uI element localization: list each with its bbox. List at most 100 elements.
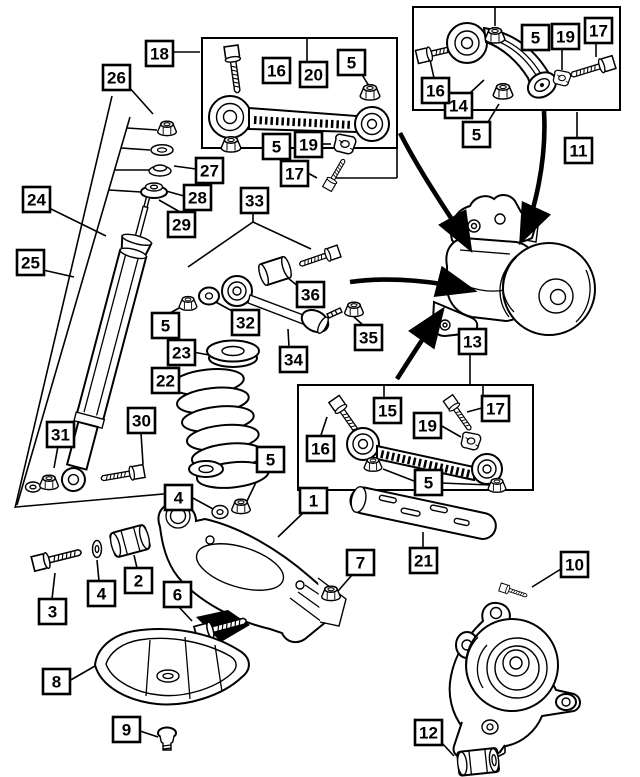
callout-27[interactable]: 27 bbox=[194, 156, 225, 185]
callout-25[interactable]: 25 bbox=[15, 248, 46, 277]
callout-11[interactable]: 11 bbox=[563, 136, 594, 165]
callout-box[interactable] bbox=[413, 718, 444, 747]
callout-9[interactable]: 9 bbox=[111, 715, 142, 744]
callout-box[interactable] bbox=[261, 56, 292, 85]
callout-5a[interactable]: 5 bbox=[336, 48, 367, 77]
callout-box[interactable] bbox=[279, 159, 310, 188]
callout-21[interactable]: 21 bbox=[408, 546, 439, 575]
callout-17a[interactable]: 17 bbox=[279, 159, 310, 188]
callout-19c[interactable]: 19 bbox=[412, 411, 443, 440]
callout-box[interactable] bbox=[144, 39, 175, 68]
callout-12[interactable]: 12 bbox=[413, 718, 444, 747]
callout-box[interactable] bbox=[305, 434, 336, 463]
callout-24[interactable]: 24 bbox=[21, 185, 52, 214]
callout-14[interactable]: 14 bbox=[443, 91, 474, 120]
callout-10[interactable]: 10 bbox=[559, 550, 590, 579]
callout-box[interactable] bbox=[413, 468, 444, 497]
callout-16a[interactable]: 16 bbox=[261, 56, 292, 85]
callout-box[interactable] bbox=[101, 63, 132, 92]
callout-17b[interactable]: 17 bbox=[583, 16, 614, 45]
callout-5g[interactable]: 5 bbox=[255, 445, 286, 474]
callout-box[interactable] bbox=[293, 130, 324, 159]
callout-box[interactable] bbox=[443, 91, 474, 120]
callout-5c[interactable]: 5 bbox=[520, 23, 551, 52]
callout-box[interactable] bbox=[166, 210, 197, 239]
callout-box[interactable] bbox=[182, 183, 213, 212]
callout-box[interactable] bbox=[345, 548, 376, 577]
callout-box[interactable] bbox=[408, 546, 439, 575]
callout-34[interactable]: 34 bbox=[278, 345, 309, 374]
callout-5e[interactable]: 5 bbox=[150, 311, 181, 340]
callout-box[interactable] bbox=[150, 311, 181, 340]
callout-16c[interactable]: 16 bbox=[305, 434, 336, 463]
callout-box[interactable] bbox=[150, 366, 181, 395]
callout-3[interactable]: 3 bbox=[37, 597, 68, 626]
callout-30[interactable]: 30 bbox=[126, 406, 157, 435]
callout-box[interactable] bbox=[126, 406, 157, 435]
callout-5d[interactable]: 5 bbox=[461, 120, 492, 149]
callout-box[interactable] bbox=[255, 445, 286, 474]
callout-16b[interactable]: 16 bbox=[420, 76, 451, 105]
callout-23[interactable]: 23 bbox=[166, 338, 197, 367]
callout-19b[interactable]: 19 bbox=[550, 22, 581, 51]
callout-31[interactable]: 31 bbox=[45, 420, 76, 449]
callout-8[interactable]: 8 bbox=[41, 667, 72, 696]
callout-6[interactable]: 6 bbox=[162, 580, 193, 609]
callout-box[interactable] bbox=[21, 185, 52, 214]
callout-box[interactable] bbox=[336, 48, 367, 77]
callout-4a[interactable]: 4 bbox=[163, 483, 194, 512]
callout-box[interactable] bbox=[353, 323, 384, 352]
callout-box[interactable] bbox=[461, 120, 492, 149]
callout-box[interactable] bbox=[41, 667, 72, 696]
callout-box[interactable] bbox=[239, 186, 270, 215]
callout-18[interactable]: 18 bbox=[144, 39, 175, 68]
callout-box[interactable] bbox=[86, 579, 117, 608]
callout-box[interactable] bbox=[420, 76, 451, 105]
callout-box[interactable] bbox=[298, 486, 329, 515]
callout-box[interactable] bbox=[583, 16, 614, 45]
callout-box[interactable] bbox=[295, 280, 326, 309]
callout-box[interactable] bbox=[550, 22, 581, 51]
callout-box[interactable] bbox=[230, 308, 261, 337]
callout-33[interactable]: 33 bbox=[239, 186, 270, 215]
callout-20[interactable]: 20 bbox=[298, 60, 329, 89]
attachment-arrow bbox=[395, 306, 445, 381]
callout-19a[interactable]: 19 bbox=[293, 130, 324, 159]
callout-2[interactable]: 2 bbox=[123, 566, 154, 595]
callout-26[interactable]: 26 bbox=[101, 63, 132, 92]
callout-box[interactable] bbox=[480, 394, 511, 423]
callout-box[interactable] bbox=[194, 156, 225, 185]
callout-box[interactable] bbox=[278, 345, 309, 374]
callout-box[interactable] bbox=[457, 327, 488, 356]
callout-7[interactable]: 7 bbox=[345, 548, 376, 577]
callout-box[interactable] bbox=[520, 23, 551, 52]
callout-box[interactable] bbox=[261, 132, 292, 161]
callout-29[interactable]: 29 bbox=[166, 210, 197, 239]
callout-13[interactable]: 13 bbox=[457, 327, 488, 356]
callout-5f[interactable]: 5 bbox=[413, 468, 444, 497]
callout-1[interactable]: 1 bbox=[298, 486, 329, 515]
bolt bbox=[498, 582, 529, 601]
callout-box[interactable] bbox=[298, 60, 329, 89]
callout-box[interactable] bbox=[163, 483, 194, 512]
callout-35[interactable]: 35 bbox=[353, 323, 384, 352]
callout-4b[interactable]: 4 bbox=[86, 579, 117, 608]
callout-box[interactable] bbox=[45, 420, 76, 449]
callout-5b[interactable]: 5 bbox=[261, 132, 292, 161]
callout-box[interactable] bbox=[563, 136, 594, 165]
callout-box[interactable] bbox=[162, 580, 193, 609]
callout-box[interactable] bbox=[37, 597, 68, 626]
callout-box[interactable] bbox=[123, 566, 154, 595]
callout-28[interactable]: 28 bbox=[182, 183, 213, 212]
callout-15[interactable]: 15 bbox=[372, 396, 403, 425]
callout-box[interactable] bbox=[111, 715, 142, 744]
callout-17c[interactable]: 17 bbox=[480, 394, 511, 423]
callout-box[interactable] bbox=[372, 396, 403, 425]
callout-box[interactable] bbox=[166, 338, 197, 367]
callout-22[interactable]: 22 bbox=[150, 366, 181, 395]
callout-36[interactable]: 36 bbox=[295, 280, 326, 309]
callout-box[interactable] bbox=[15, 248, 46, 277]
callout-32[interactable]: 32 bbox=[230, 308, 261, 337]
callout-box[interactable] bbox=[559, 550, 590, 579]
callout-box[interactable] bbox=[412, 411, 443, 440]
